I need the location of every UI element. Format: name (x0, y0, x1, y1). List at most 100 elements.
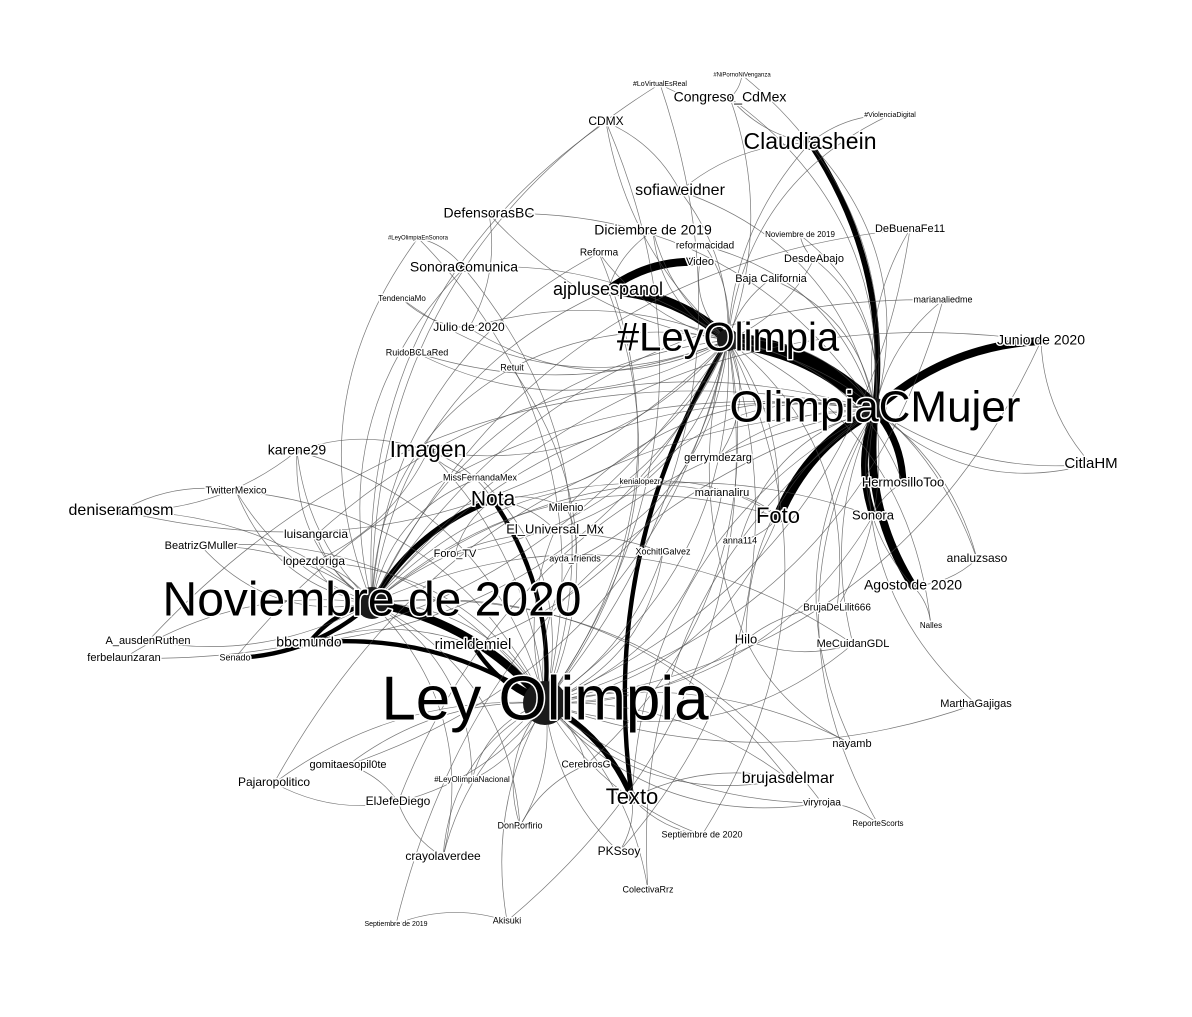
node-citlahm (1087, 460, 1095, 468)
node-label-marthagajigas: MarthaGajigas (940, 698, 1012, 710)
mesh-edge-ley_olimpia-debuenafe (544, 228, 911, 704)
node-ley_olimpia (523, 681, 567, 725)
mesh-edge-olimpiac-hilo (745, 409, 876, 641)
mesh-edge-olimpiac-citlahm (874, 409, 1092, 474)
mesh-edge-hash_ley-brujadelilit (727, 339, 841, 609)
mesh-edge-hash_ley-olimpiac (727, 339, 876, 411)
node-label-debuenafe: DeBuenaFe11 (875, 223, 945, 235)
node-label-colectivarrz: ColectivaRrz (622, 884, 674, 894)
edge-noviembre_2020-twittermexico (235, 490, 373, 604)
mesh-edge-ley_olimpia-marianaliru (544, 492, 723, 704)
node-beatrizgmuller (198, 543, 204, 549)
mesh-edge-hash_ley-deniseramosm (120, 339, 729, 533)
node-label-deniseramosm: deniseramosm (69, 502, 174, 519)
mesh-edge-olimpiac-nipornivenganza (741, 74, 880, 411)
node-label-missfernanda: MissFernandaMex (443, 472, 518, 482)
node-label-foto: Foto (756, 503, 800, 528)
node-label-kenialopez: kenialopezr (620, 477, 661, 486)
node-label-brujadelilit: BrujaDeLilit666 (803, 603, 871, 614)
node-label-reporte: ReporteScorts (852, 819, 903, 828)
edge-twittermexico-deniseramosm (120, 487, 237, 512)
mesh-edge-olimpiac-colectivarrz (646, 409, 876, 891)
mesh-edge-hash_ley-gerrymdezarg (717, 339, 741, 459)
mesh-edge-olimpiac-congreso (729, 97, 877, 411)
edge-pajaropolitico-eljefediego (273, 782, 399, 806)
node-luisangarcia (313, 532, 319, 538)
node-milenio (563, 505, 569, 511)
mesh-edge-olimpiac-sofia (679, 190, 876, 411)
mesh-edge-noviembre_2020-reforma (371, 252, 600, 604)
node-noviembre2019 (798, 233, 802, 237)
mesh-edge-ley_olimpia-karene29 (296, 450, 546, 704)
node-claudia (803, 136, 817, 150)
edge-sonoracomunica-leyolimpiasonora (417, 237, 465, 269)
edge-olimpiac-mecuidangdl (841, 409, 876, 645)
edge-defensorasbc-hash_ley (488, 213, 729, 341)
mesh-edge-hash_ley-hermosillotoo (727, 339, 904, 484)
edge-claudia-violenciadigital (809, 114, 891, 144)
mesh-edge-olimpiac-noviembre2019 (799, 234, 877, 411)
mesh-edge-hash_ley-bbcmundo (308, 339, 729, 644)
node-label-septiembre2020: Septiembre de 2020 (661, 829, 742, 839)
edge-hash_ley-cdmx (605, 121, 729, 341)
edge-defensorasbc-julio2020 (468, 213, 493, 329)
node-ferbelaunzaran (121, 655, 127, 661)
mesh-edge-ley_olimpia-sonoracomunica (463, 267, 573, 704)
node-label-leyolimpianacional: #LeyOlimpiaNacional (434, 775, 510, 784)
node-label-rimeldemiel: rimeldemiel (435, 636, 512, 653)
node-label-foro_tv: Foro_TV (434, 548, 477, 560)
node-label-hermosillotoo: HermosilloToo (862, 474, 944, 489)
edge-hilo-brujadelilit (745, 607, 838, 641)
mesh-edge-noviembre_2020-viryrojaa (371, 600, 823, 804)
mesh-edge-olimpiac-a_ausden (147, 390, 876, 642)
node-leyolimpianacional (470, 778, 474, 782)
edge-noviembre_2020-beatrizgmuller (200, 545, 373, 604)
node-leyolimpiasonora (416, 236, 420, 240)
node-congreso (726, 94, 734, 102)
node-label-senado: Senado (219, 652, 250, 662)
mesh-edge-noviembre_2020-beatrizgmuller (200, 545, 373, 608)
mesh-edge-ley_olimpia-retuit (511, 367, 578, 704)
node-label-texto: Texto (606, 784, 659, 809)
node-label-hilo: Hilo (735, 631, 757, 646)
edge-hash_ley-congreso (727, 97, 752, 341)
node-senado (232, 655, 238, 661)
mesh-edge-olimpiac-nayamb (815, 409, 876, 745)
edge-agosto2020-analuzsaso (912, 558, 978, 587)
mesh-edge-olimpiac-reporte (818, 409, 879, 825)
mesh-edge-noviembre_2020-junio2020 (371, 332, 1042, 604)
mesh-edge-ley_olimpia-reforma (544, 252, 639, 704)
edge-ley_olimpia-nota (491, 498, 549, 704)
node-label-lopezdoriga: lopezdoriga (283, 554, 345, 568)
node-label-brujasdelmar: brujasdelmar (742, 770, 835, 787)
node-label-crayolaverdee: crayolaverdee (405, 849, 481, 863)
edge-sofia-claudia (679, 142, 811, 192)
node-el_universal (552, 527, 558, 533)
node-label-sonoracomunica: SonoraComunica (410, 259, 518, 275)
node-reforma (596, 250, 602, 256)
mesh-edge-noviembre_2020-lovirtualesreal (371, 83, 661, 604)
mesh-edge-noviembre_2020-marianaliedme (371, 299, 944, 604)
mesh-edge-noviembre_2020-debuenafe (371, 228, 911, 604)
node-brujadelilit (834, 605, 840, 611)
mesh-edge-ley_olimpia-beatrizgmuller (200, 544, 546, 704)
edge-cdmx-sofia (605, 121, 681, 192)
edge-ley_olimpia-marthagajigas (544, 702, 977, 743)
node-a_ausden (145, 638, 151, 644)
node-label-cdmx: CDMX (588, 114, 623, 128)
edge-noviembre_2020-karene29 (296, 450, 373, 604)
node-hilo (743, 637, 749, 643)
node-septiembre2020 (699, 832, 705, 838)
node-layer (117, 73, 1095, 926)
node-label-sofia: sofiaweidner (635, 182, 726, 199)
node-label-junio2020: Junio de 2020 (997, 332, 1085, 348)
mesh-edge-hash_ley-nalles (727, 339, 932, 627)
edge-ruidobcla-hash_ley (416, 339, 729, 376)
edge-karene29-deniseramosm (120, 450, 298, 512)
node-label-desdeabajo: DesdeAbajo (784, 253, 844, 265)
edge-ley_olimpia-noviembre_2020 (371, 599, 549, 706)
node-label-mecuidangdl: MeCuidanGDL (817, 638, 890, 650)
node-label-claudia: Claudiashein (744, 128, 877, 154)
mesh-edge-ley_olimpia-xochitl (544, 551, 664, 704)
node-label-bbcmundo: bbcmundo (276, 634, 342, 650)
